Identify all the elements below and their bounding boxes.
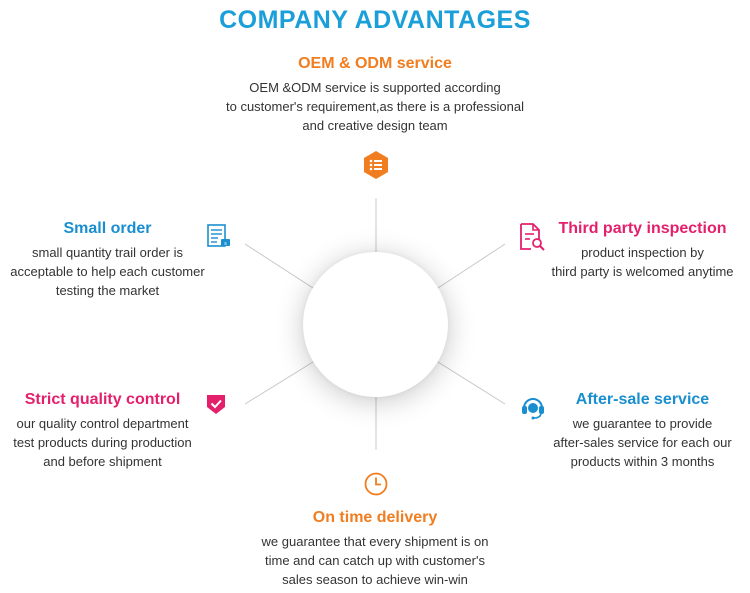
advantage-heading: After-sale service <box>575 391 710 408</box>
connector-line-top-right <box>437 243 506 289</box>
advantage-quality-control: Strict quality control our quality contr… <box>0 390 205 471</box>
advantage-delivery: On time delivery we guarantee that every… <box>200 508 550 589</box>
advantage-description: OEM &ODM service is supported according … <box>175 78 575 135</box>
description-line: testing the market <box>55 283 160 298</box>
description-line: product inspection by <box>581 245 704 260</box>
advantage-description: small quantity trail order is acceptable… <box>0 243 215 300</box>
description-line: third party is welcomed anytime <box>551 264 734 279</box>
description-line: and before shipment <box>43 454 162 469</box>
description-line: and creative design team <box>302 118 448 133</box>
center-circle <box>303 252 448 397</box>
advantage-heading: Third party inspection <box>558 220 727 237</box>
advantage-heading: OEM & ODM service <box>298 55 452 72</box>
description-line: test products during production <box>13 435 192 450</box>
inspection-document-icon <box>517 221 547 258</box>
advantage-heading: On time delivery <box>312 509 438 526</box>
clock-icon <box>363 471 389 502</box>
description-line: our quality control department <box>16 416 189 431</box>
connector-line-top-left <box>244 243 314 289</box>
order-document-icon: s <box>205 222 233 255</box>
description-line: small quantity trail order is <box>32 245 183 260</box>
advantage-small-order: Small order small quantity trail order i… <box>0 219 215 300</box>
connector-line-bottom-right <box>437 361 506 405</box>
page-title: COMPANY ADVANTAGES <box>219 6 531 34</box>
description-line: time and can catch up with customer's <box>265 553 485 568</box>
description-line: OEM &ODM service is supported according <box>249 80 501 95</box>
description-line: products within 3 months <box>570 454 715 469</box>
advantage-oem: OEM & ODM service OEM &ODM service is su… <box>175 54 575 135</box>
description-line: to customer's requirement,as there is a … <box>225 99 524 114</box>
connector-line-bottom-left <box>244 361 314 405</box>
advantage-after-sale: After-sale service we guarantee to provi… <box>535 390 750 471</box>
description-line: acceptable to help each customer <box>10 264 205 279</box>
advantage-description: product inspection by third party is wel… <box>535 243 750 281</box>
description-line: sales season to achieve win-win <box>282 572 468 587</box>
advantage-description: our quality control department test prod… <box>0 414 205 471</box>
description-line: we guarantee to provide <box>572 416 713 431</box>
advantage-heading: Strict quality control <box>24 391 181 408</box>
list-icon <box>361 150 391 185</box>
description-line: after-sales service for each our <box>553 435 732 450</box>
svg-text:s: s <box>224 241 227 247</box>
shield-check-icon <box>204 392 228 421</box>
advantage-heading: Small order <box>63 220 152 237</box>
headset-icon <box>519 393 547 426</box>
description-line: we guarantee that every shipment is on <box>261 534 489 549</box>
advantage-description: we guarantee that every shipment is on t… <box>200 532 550 589</box>
advantage-third-party: Third party inspection product inspectio… <box>535 219 750 281</box>
advantage-description: we guarantee to provide after-sales serv… <box>535 414 750 471</box>
